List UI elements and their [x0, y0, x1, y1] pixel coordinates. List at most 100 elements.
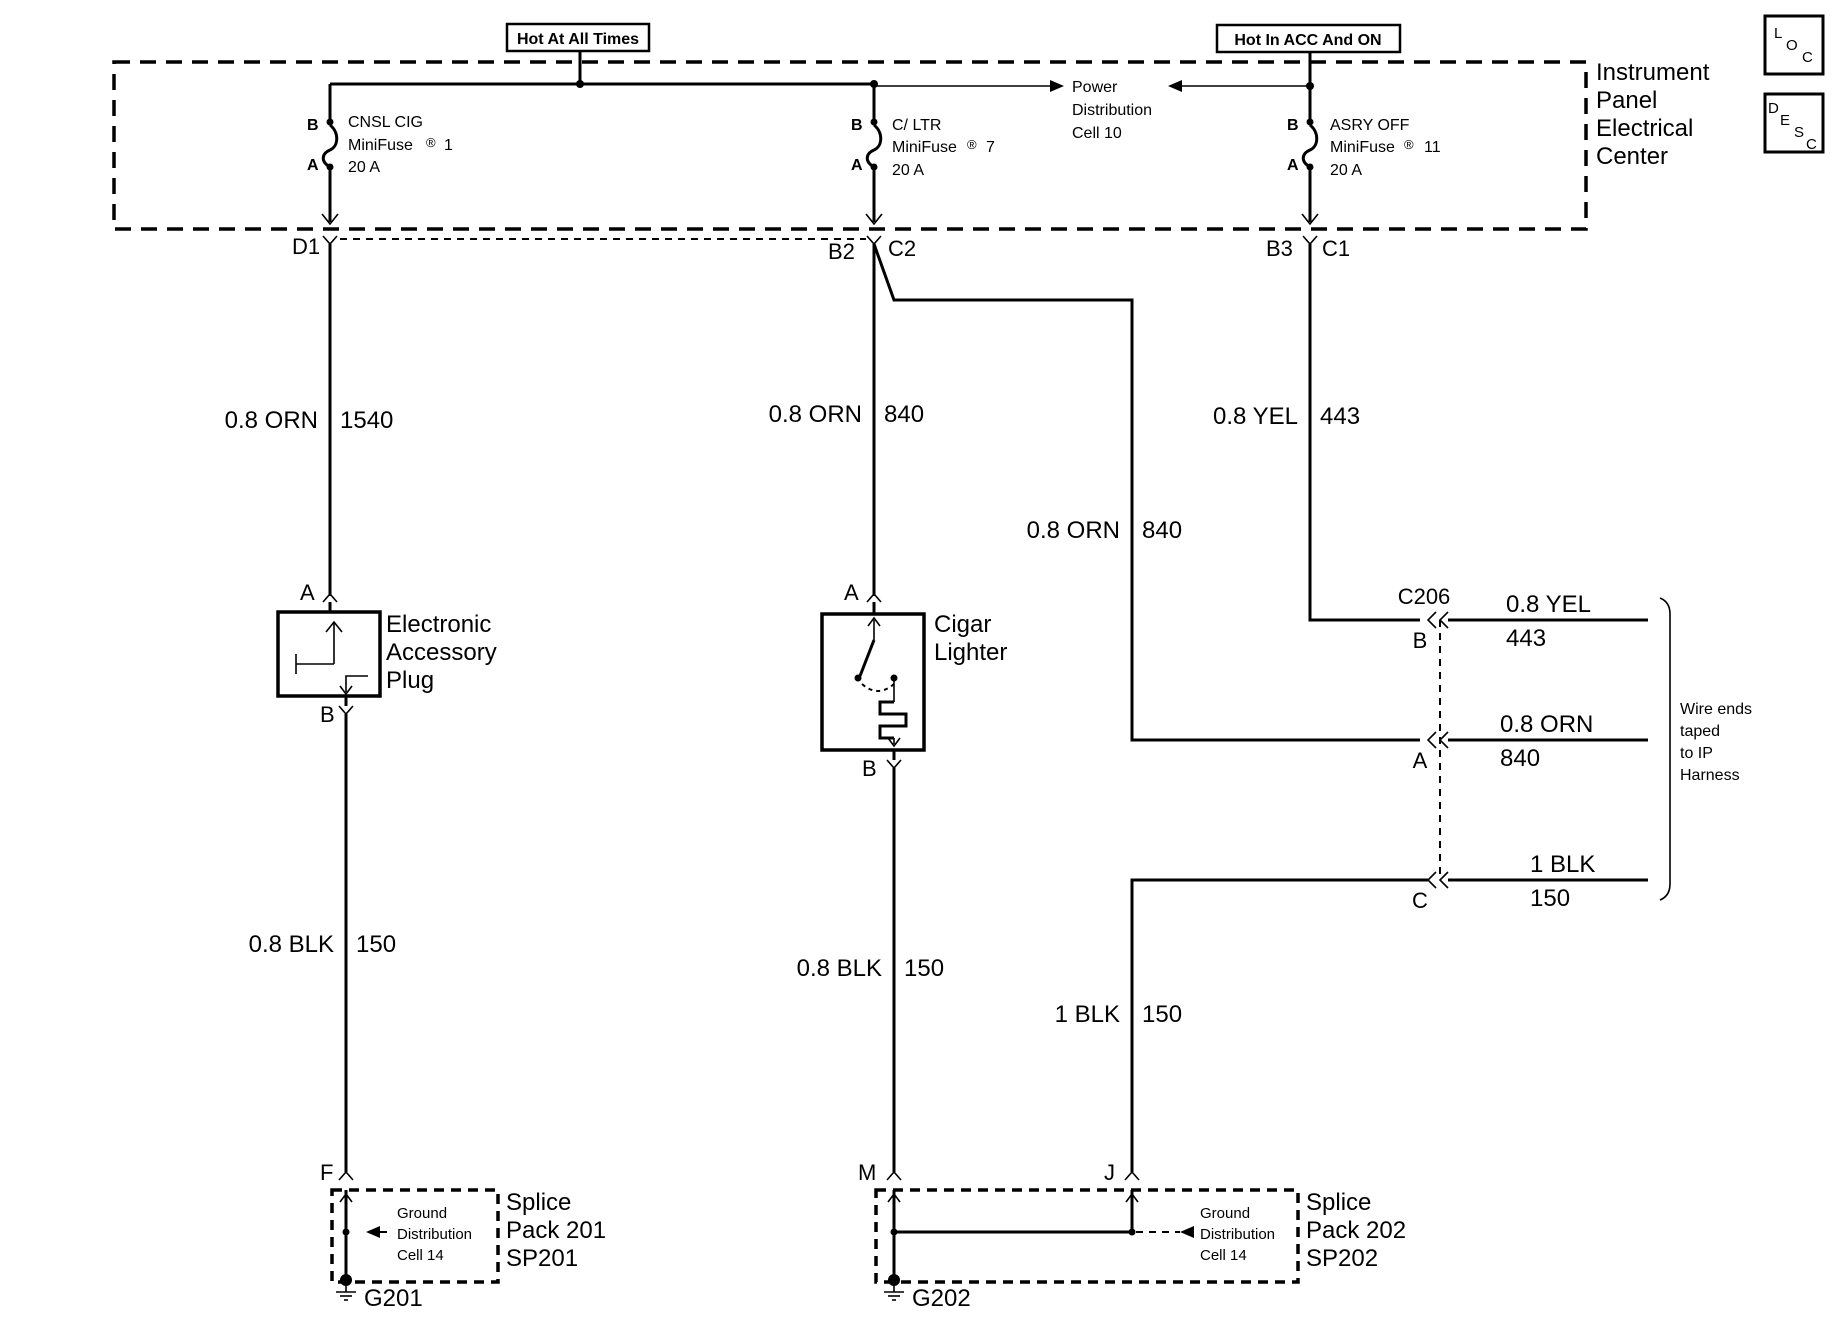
svg-text:C: C	[1806, 136, 1817, 153]
svg-text:F: F	[320, 1160, 333, 1185]
connector-b2-c2: B2 C2	[828, 235, 916, 264]
description-icon[interactable]: D E S C	[1763, 92, 1825, 154]
arrow-left-icon	[366, 1226, 380, 1238]
svg-text:L: L	[1774, 25, 1782, 42]
svg-text:®: ®	[426, 135, 436, 150]
svg-text:MiniFuse: MiniFuse	[1330, 139, 1395, 156]
svg-text:443: 443	[1506, 625, 1546, 652]
svg-text:A: A	[844, 580, 859, 605]
connector-b3-c1: B3 C1	[1266, 235, 1350, 261]
svg-text:G202: G202	[912, 1285, 971, 1312]
svg-text:11: 11	[1424, 139, 1441, 156]
svg-text:840: 840	[1142, 517, 1182, 544]
splice-pack-201: F Ground Distribution Cell 14 Splice Pac…	[320, 1160, 606, 1312]
svg-text:B: B	[1413, 628, 1428, 653]
arrow-left-icon	[1168, 80, 1182, 92]
svg-text:C1: C1	[1322, 236, 1350, 261]
svg-text:Lighter: Lighter	[934, 639, 1007, 666]
svg-text:ASRY OFF: ASRY OFF	[1330, 117, 1410, 134]
svg-text:J: J	[1104, 1160, 1115, 1185]
svg-text:Distribution: Distribution	[1072, 102, 1152, 119]
ground-icon	[336, 1286, 356, 1301]
svg-text:taped: taped	[1680, 723, 1720, 740]
svg-text:Plug: Plug	[386, 667, 434, 694]
svg-text:Distribution: Distribution	[397, 1226, 472, 1243]
svg-text:Distribution: Distribution	[1200, 1226, 1275, 1243]
svg-text:20 A: 20 A	[892, 162, 924, 179]
svg-text:Power: Power	[1072, 79, 1118, 96]
svg-text:Hot At All Times: Hot At All Times	[517, 31, 639, 48]
svg-text:S: S	[1794, 124, 1804, 141]
svg-text:Center: Center	[1596, 143, 1668, 170]
svg-text:Cell 14: Cell 14	[1200, 1247, 1247, 1264]
svg-text:150: 150	[1530, 885, 1570, 912]
svg-text:1 BLK: 1 BLK	[1055, 1001, 1120, 1028]
svg-text:1: 1	[444, 137, 453, 154]
hot-at-all-times-header: Hot At All Times	[505, 22, 651, 53]
svg-text:Cigar: Cigar	[934, 611, 991, 638]
svg-text:B: B	[307, 117, 319, 134]
fuse-asry-off: B A ASRY OFF MiniFuse ® 11 20 A	[1287, 86, 1441, 226]
svg-text:E: E	[1780, 112, 1790, 129]
svg-text:C/ LTR: C/ LTR	[892, 117, 941, 134]
svg-text:B: B	[862, 756, 877, 781]
svg-text:0.8 BLK: 0.8 BLK	[797, 955, 882, 982]
svg-text:SP201: SP201	[506, 1245, 578, 1272]
svg-text:A: A	[300, 580, 315, 605]
svg-text:B3: B3	[1266, 236, 1293, 261]
svg-text:CNSL CIG: CNSL CIG	[348, 114, 423, 131]
svg-text:®: ®	[967, 137, 977, 152]
svg-text:D1: D1	[292, 234, 320, 259]
svg-text:O: O	[1786, 37, 1798, 54]
hot-in-acc-and-on-header: Hot In ACC And ON	[1215, 23, 1402, 54]
svg-text:0.8 YEL: 0.8 YEL	[1506, 591, 1591, 618]
svg-text:B: B	[1287, 117, 1299, 134]
svg-text:0.8 ORN: 0.8 ORN	[1027, 517, 1120, 544]
svg-text:to IP: to IP	[1680, 745, 1713, 762]
connector-d1: D1	[292, 234, 338, 259]
wire-840-branch	[872, 243, 1420, 742]
svg-text:Hot In ACC And ON: Hot In ACC And ON	[1234, 32, 1381, 49]
svg-text:150: 150	[904, 955, 944, 982]
svg-text:Harness: Harness	[1680, 767, 1740, 784]
svg-text:0.8 ORN: 0.8 ORN	[769, 401, 862, 428]
svg-text:G201: G201	[364, 1285, 423, 1312]
svg-text:A: A	[307, 157, 319, 174]
svg-text:C2: C2	[888, 236, 916, 261]
svg-text:A: A	[851, 157, 863, 174]
svg-text:Cell 14: Cell 14	[397, 1247, 444, 1264]
svg-text:Pack 202: Pack 202	[1306, 1217, 1406, 1244]
svg-text:0.8 ORN: 0.8 ORN	[225, 407, 318, 434]
svg-text:MiniFuse: MiniFuse	[892, 139, 957, 156]
svg-text:20 A: 20 A	[348, 159, 380, 176]
svg-text:MiniFuse: MiniFuse	[348, 137, 413, 154]
svg-text:A: A	[1287, 157, 1299, 174]
ipec-label: Instrument Panel Electrical Center	[1596, 59, 1710, 170]
electronic-accessory-plug: A Electronic Accessory Plug B	[276, 580, 497, 727]
ipec-enclosure	[112, 60, 1588, 231]
svg-text:B2: B2	[828, 239, 855, 264]
svg-text:7: 7	[986, 139, 995, 156]
fuse-cnsl-cig: B A CNSL CIG MiniFuse ® 1 20 A	[307, 84, 453, 226]
svg-text:Accessory: Accessory	[386, 639, 497, 666]
svg-text:840: 840	[884, 401, 924, 428]
location-icon[interactable]: L O C	[1763, 14, 1825, 76]
svg-text:C206: C206	[1398, 584, 1451, 609]
svg-text:Splice: Splice	[506, 1189, 571, 1216]
svg-text:150: 150	[356, 931, 396, 958]
arrow-left-icon	[1180, 1226, 1194, 1238]
svg-text:®: ®	[1404, 137, 1414, 152]
svg-text:443: 443	[1320, 403, 1360, 430]
svg-text:A: A	[1413, 748, 1428, 773]
splice-pack-202: M J Ground Distribution Cell 14 Splice P…	[858, 1160, 1406, 1312]
svg-text:Splice: Splice	[1306, 1189, 1371, 1216]
svg-text:1 BLK: 1 BLK	[1530, 851, 1595, 878]
svg-text:M: M	[858, 1160, 876, 1185]
arrow-right-icon	[1050, 80, 1064, 92]
svg-text:Wire ends: Wire ends	[1680, 701, 1752, 718]
svg-text:SP202: SP202	[1306, 1245, 1378, 1272]
svg-text:Panel: Panel	[1596, 87, 1657, 114]
taped-wire-ends: 0.8 YEL 443 0.8 ORN 840 1 BLK 150 Wire e…	[1448, 591, 1752, 912]
svg-text:150: 150	[1142, 1001, 1182, 1028]
